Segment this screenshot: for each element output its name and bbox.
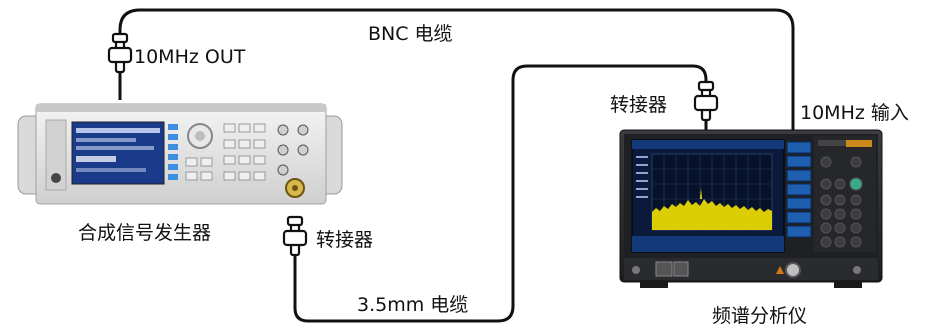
- ref-in-label: 10MHz 输入: [800, 102, 909, 124]
- adapter-connector-icon: [693, 80, 719, 122]
- adapter-connector-icon: [282, 215, 308, 257]
- cable-3-5mm-label: 3.5mm 电缆: [357, 294, 469, 316]
- signal-generator: [17, 103, 343, 205]
- signal-generator-label: 合成信号发生器: [78, 222, 212, 244]
- spectrum-analyzer: [619, 129, 883, 288]
- adapter-top-label: 转接器: [610, 94, 668, 116]
- adapter-connector-icon: [107, 32, 133, 74]
- cable-3-5mm: [293, 64, 708, 323]
- spectrum-trace: [652, 199, 772, 230]
- spectrum-analyzer-label: 频谱分析仪: [712, 305, 808, 327]
- bnc-cable-label: BNC 电缆: [368, 23, 453, 45]
- analyzer-input-connector: [785, 262, 801, 278]
- ref-out-label: 10MHz OUT: [134, 46, 246, 68]
- bnc-cable: [118, 8, 795, 132]
- adapter-bottom-label: 转接器: [316, 229, 374, 251]
